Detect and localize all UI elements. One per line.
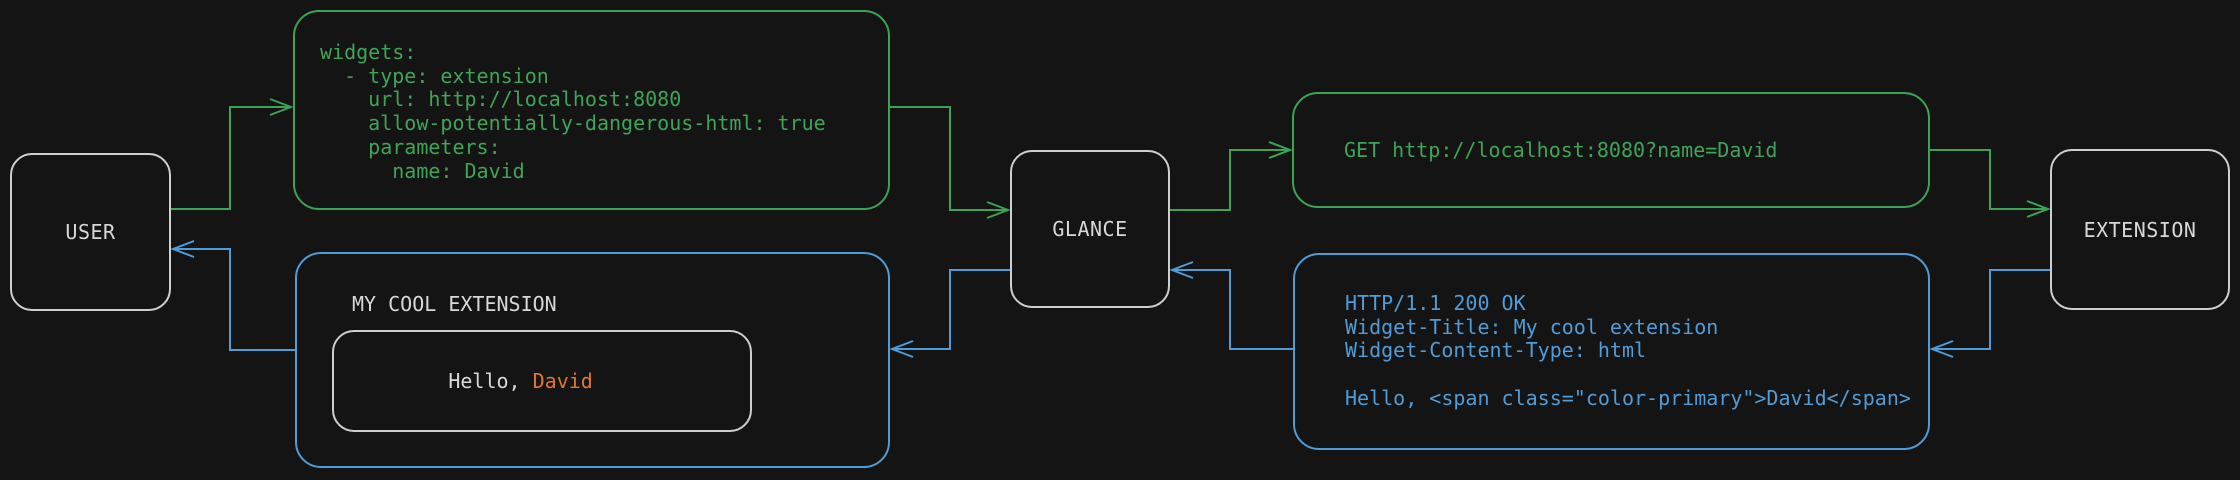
yaml-line: name: David xyxy=(320,158,525,183)
response-line xyxy=(1345,363,1911,387)
yaml-line: allow-potentially-dangerous-html: true xyxy=(320,111,826,136)
widget-preview-title: MY COOL EXTENSION xyxy=(352,292,557,316)
greeting-prefix: Hello, xyxy=(448,369,533,393)
greeting-name: David xyxy=(532,369,593,393)
http-response-box: HTTP/1.1 200 OK Widget-Title: My cool ex… xyxy=(1293,253,1930,450)
arrow-user-to-config xyxy=(171,98,294,210)
arrow-extension-to-response xyxy=(1929,269,2050,358)
yaml-line: - type: extension xyxy=(320,63,549,88)
http-response-code: HTTP/1.1 200 OK Widget-Title: My cool ex… xyxy=(1345,291,1911,411)
user-node: USER xyxy=(10,153,171,311)
widget-preview-box: MY COOL EXTENSION Hello, David xyxy=(295,252,890,468)
arrow-glance-to-request xyxy=(1170,141,1293,211)
widget-greeting-text: Hello, David xyxy=(352,345,593,417)
response-line: Hello, <span class="color-primary">David… xyxy=(1345,385,1911,410)
arrow-request-to-extension xyxy=(1930,149,2051,218)
yaml-line: widgets: xyxy=(320,40,417,64)
arrow-glance-to-widget xyxy=(889,269,1010,358)
extension-node-label: EXTENSION xyxy=(2083,217,2197,242)
yaml-line: url: http://localhost:8080 xyxy=(320,87,682,112)
extension-node: EXTENSION xyxy=(2050,149,2230,310)
widget-greeting-frame: Hello, David xyxy=(332,330,752,432)
http-request-line: GET http://localhost:8080?name=David xyxy=(1344,138,1778,162)
arrow-config-to-glance xyxy=(890,106,1011,219)
yaml-config-box: widgets: - type: extension url: http://l… xyxy=(293,10,890,210)
yaml-config-code: widgets: - type: extension url: http://l… xyxy=(320,40,826,183)
http-request-box: GET http://localhost:8080?name=David xyxy=(1292,92,1930,208)
arrow-response-to-glance xyxy=(1169,261,1293,350)
yaml-line: parameters: xyxy=(320,134,501,159)
response-line: HTTP/1.1 200 OK xyxy=(1345,291,1526,315)
glance-node-label: GLANCE xyxy=(1052,217,1128,241)
user-node-label: USER xyxy=(65,220,116,244)
response-line: Widget-Content-Type: html xyxy=(1345,338,1647,363)
glance-node: GLANCE xyxy=(1010,150,1170,308)
response-line: Widget-Title: My cool extension xyxy=(1345,314,1719,339)
arrow-widget-to-user xyxy=(170,240,295,351)
